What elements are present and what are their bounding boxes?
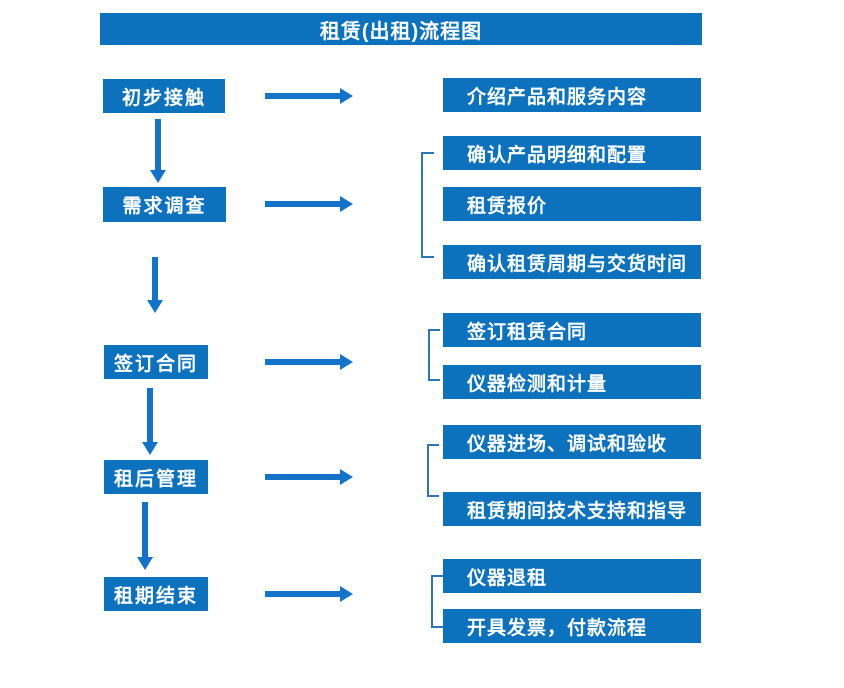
arrow-shaft xyxy=(152,257,158,300)
step-box-demand-survey: 需求调查 xyxy=(103,187,226,222)
detail-box-instrument-setup-acceptance: 仪器进场、调试和验收 xyxy=(443,425,701,459)
arrow-down-icon xyxy=(150,119,166,183)
arrow-head xyxy=(340,88,353,104)
detail-box-instrument-return: 仪器退租 xyxy=(443,559,701,593)
arrow-shaft xyxy=(265,201,340,207)
arrow-head xyxy=(150,170,166,183)
arrow-right-icon xyxy=(265,586,353,602)
detail-box-technical-support: 租赁期间技术支持和指导 xyxy=(443,492,701,526)
arrow-shaft xyxy=(142,502,148,557)
detail-box-confirm-product-details: 确认产品明细和配置 xyxy=(443,136,701,170)
arrow-shaft xyxy=(147,388,153,442)
arrow-head xyxy=(340,196,353,212)
arrow-right-icon xyxy=(265,469,353,485)
bracket-connector xyxy=(427,444,439,497)
step-box-sign-contract: 签订合同 xyxy=(104,345,208,379)
bracket-connector xyxy=(431,575,443,628)
detail-box-rental-quotation: 租赁报价 xyxy=(443,187,701,221)
step-box-post-rental-management: 租后管理 xyxy=(104,460,208,494)
step-box-initial-contact: 初步接触 xyxy=(103,79,225,113)
arrow-shaft xyxy=(155,119,161,170)
detail-box-confirm-period-delivery: 确认租赁周期与交货时间 xyxy=(443,245,701,279)
arrow-shaft xyxy=(265,359,340,365)
bracket-connector xyxy=(421,152,434,258)
step-box-rental-end: 租期结束 xyxy=(104,577,208,611)
flowchart-title: 租赁(出租)流程图 xyxy=(100,13,702,45)
arrow-head xyxy=(147,300,163,313)
arrow-head xyxy=(340,354,353,370)
arrow-shaft xyxy=(265,93,340,99)
detail-box-sign-rental-contract: 签订租赁合同 xyxy=(443,313,701,347)
arrow-head xyxy=(142,442,158,455)
detail-box-instrument-testing: 仪器检测和计量 xyxy=(443,365,701,399)
detail-box-invoice-payment: 开具发票，付款流程 xyxy=(443,609,701,643)
arrow-down-icon xyxy=(147,257,163,313)
arrow-right-icon xyxy=(265,88,353,104)
arrow-right-icon xyxy=(265,354,353,370)
arrow-right-icon xyxy=(265,196,353,212)
detail-box-introduce-products: 介绍产品和服务内容 xyxy=(443,78,701,112)
arrow-shaft xyxy=(265,591,340,597)
arrow-head xyxy=(137,557,153,570)
arrow-head xyxy=(340,469,353,485)
arrow-head xyxy=(340,586,353,602)
arrow-shaft xyxy=(265,474,340,480)
bracket-connector xyxy=(428,329,440,381)
arrow-down-icon xyxy=(137,502,153,570)
arrow-down-icon xyxy=(142,388,158,455)
